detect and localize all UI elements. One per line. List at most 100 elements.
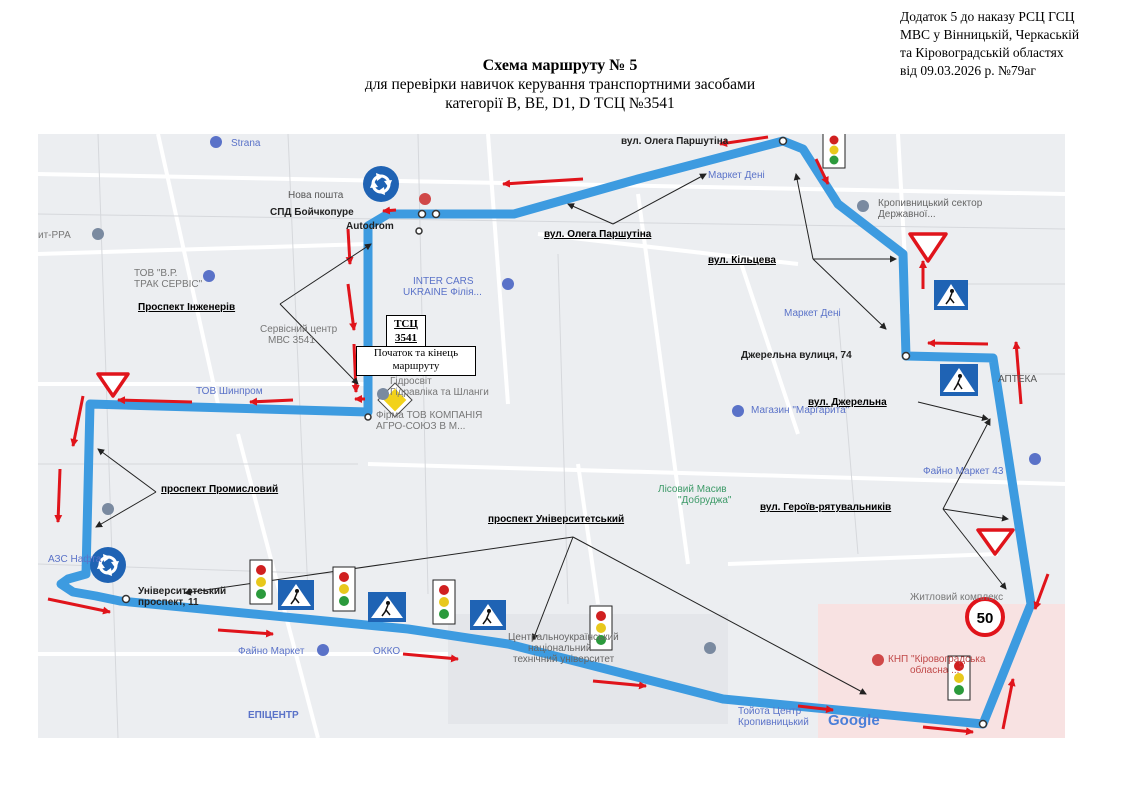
poi-gidro: Гідросвіт (390, 376, 432, 387)
label-olega: вул. Олега Паршутіна (544, 229, 652, 240)
label-heroiv: вул. Героїв-рятувальників (760, 502, 892, 513)
tsc-label: ТСЦ (394, 318, 418, 330)
map-pin-icon (872, 654, 884, 666)
poi-firma-2: АГРО-СОЮЗ В М... (376, 421, 466, 432)
appendix-line-3: та Кіровоградській областях (900, 45, 1064, 60)
traffic-light-icon (947, 655, 971, 701)
arrow-heroiv-up-1 (1012, 341, 1023, 405)
appendix-line-2: МВС у Вінницькій, Черкаській (900, 27, 1080, 42)
map-pin-icon (732, 405, 744, 417)
map-pin-icon (102, 503, 114, 515)
yield-sign-icon (908, 232, 948, 263)
arrow-promysl-1 (70, 395, 85, 447)
speed-limit-value: 50 (977, 610, 994, 627)
map-pin-icon (377, 388, 389, 400)
poi-dobrudzha-2: "Добруджа" (678, 495, 732, 506)
poi-tov-shynprom: ТОВ Шинпром (196, 386, 263, 397)
poi-tsentr-ukr: Центральноукраїнський (508, 632, 619, 643)
poi-dobrudzha: Лісовий Масив (658, 484, 727, 495)
poi-tov-vr: ТОВ "В.Р. (134, 268, 178, 279)
title-block: Схема маршруту № 5 для перевірки навичок… (300, 56, 820, 113)
arrow-univer-2 (402, 652, 459, 663)
roundabout-icon (363, 166, 399, 202)
arrow-inzh-2 (249, 397, 294, 406)
poi-epitsentr: ЕПІЦЕНТР (248, 710, 299, 721)
traffic-lights (249, 134, 971, 701)
poi-zhytlovyi: Житловий комплекс (910, 592, 1004, 603)
map-pin-icon (704, 642, 716, 654)
arrow-univer-5 (922, 725, 974, 736)
poi-strana: Strana (231, 138, 261, 149)
traffic-light-icon (249, 559, 273, 605)
route-nodes (121, 136, 988, 729)
poi-toyota: Тойота Центр (738, 706, 802, 717)
street-autodrom: Autodrom (346, 221, 394, 232)
label-inzheneriv: Проспект Інженерів (138, 302, 236, 313)
poi-okko: ОККО (373, 646, 401, 657)
street-univer-2: проспект, 11 (138, 597, 199, 608)
arrow-top-2 (346, 283, 358, 331)
arrow-univer-1 (217, 628, 274, 638)
pedestrian-crossing-icon (470, 600, 506, 630)
poi-toyota-2: Кропивницький (738, 717, 809, 728)
label-dzherelna: вул. Джерельна (808, 397, 887, 408)
poi-market-top: Маркет Дені (708, 170, 765, 181)
map-pin-icon (419, 193, 431, 205)
poi-gidro-2: Гідравліка та Шланги (390, 387, 489, 398)
label-kiltseva: вул. Кільцева (708, 255, 776, 266)
roundabout-signs (90, 166, 399, 583)
map-pin-icon (1029, 453, 1041, 465)
map-pin-icon (203, 270, 215, 282)
poi-nova-poshta: Нова пошта (288, 190, 344, 201)
arrow-kiltseva-down (814, 158, 830, 185)
map-pins (92, 136, 1041, 666)
arrow-spd (382, 206, 397, 215)
poi-inter-cars: INTER CARS (413, 276, 474, 287)
poi-knp: КНП "Кіровоградська (888, 654, 986, 665)
street-spd: СПД Бойчкопуре (270, 207, 354, 218)
arrow-univer-4 (797, 704, 834, 714)
traffic-light-icon (589, 605, 613, 651)
label-universytetskyi: проспект Університетський (488, 514, 625, 525)
poi-knp-2: обласна ..." (910, 665, 963, 676)
map-pin-icon (502, 278, 514, 290)
arrow-heroiv-up-2 (1033, 573, 1050, 610)
arrow-promysl-2 (54, 468, 63, 523)
poi-tsentr-ukr-2: національний (528, 643, 592, 654)
route-line (56, 136, 1036, 729)
poi-margaryta: Магазин "Маргарита" (751, 405, 850, 416)
page-title: Схема маршруту № 5 (482, 57, 638, 74)
street-olega-top: вул. Олега Паршутіна (621, 136, 729, 147)
yield-sign-icon (96, 372, 130, 398)
street-univer-1: Університетський (138, 586, 227, 597)
traffic-light-icon (332, 566, 356, 612)
crossing-signs (278, 280, 978, 630)
arrow-olega-2 (719, 135, 769, 147)
appendix-note: Додаток 5 до наказу РСЦ ГСЦ МВС у Вінниц… (900, 8, 1115, 80)
start-label-2: маршруту (392, 360, 440, 372)
route-map: 50 вул. Олега Паршутіна Джерельна вулиця… (38, 134, 1065, 738)
arrow-olega-1 (502, 177, 584, 188)
poi-market-deni: Маркет Дені (784, 308, 841, 319)
pedestrian-crossing-icon (278, 580, 314, 610)
yield-signs (96, 232, 1015, 556)
page-subtitle-1: для перевірки навичок керування транспор… (364, 76, 756, 93)
map-pin-icon (317, 644, 329, 656)
pedestrian-crossing-icon (940, 364, 978, 396)
map-canvas: 50 (38, 134, 1065, 738)
poi-servisnyi: Сервісний центр (260, 324, 338, 335)
speed-limit-sign: 50 (965, 597, 1005, 637)
poi-tov-vr-2: ТРАК СЕРВІС" (134, 279, 203, 290)
traffic-light-icon (432, 579, 456, 625)
map-pin-icon (857, 200, 869, 212)
poi-servisnyi-2: МВС 3541 (268, 335, 315, 346)
poi-firma: Фірма ТОВ КОМПАНІЯ (376, 410, 483, 421)
poi-rra: ит-РРА (38, 230, 71, 241)
pedestrian-crossing-icon (368, 592, 406, 622)
yield-sign-icon (976, 528, 1015, 556)
arrow-inzh-1 (117, 396, 193, 405)
arrow-heroiv-up-3 (1001, 678, 1016, 730)
appendix-line-4: від 09.03.2026 р. №79аг (900, 63, 1036, 78)
start-end-box: Початок та кінець маршруту (356, 346, 476, 376)
google-logo: Google (828, 712, 880, 729)
